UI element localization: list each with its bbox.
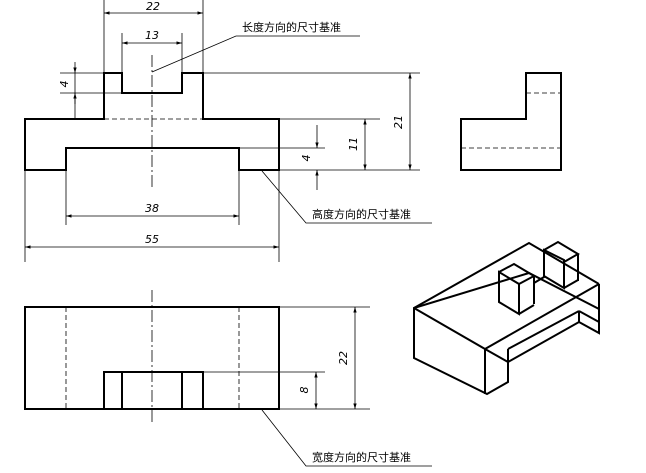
note-length-datum: 长度方向的尺寸基准 <box>242 20 341 34</box>
dim-38: 38 <box>145 202 159 215</box>
dim-55: 55 <box>145 233 159 246</box>
dim-13: 13 <box>145 29 159 42</box>
side-view <box>460 72 562 171</box>
dim-8: 8 <box>298 387 311 394</box>
front-view: 22 13 4 21 11 4 38 5 <box>24 0 432 262</box>
side-view-outline <box>460 72 562 171</box>
isometric-view <box>413 240 600 396</box>
dim-22-depth: 22 <box>337 351 350 365</box>
top-view: 22 8 宽度方向的尺寸基准 <box>24 290 432 467</box>
leader-length-datum <box>151 35 360 73</box>
dim-11: 11 <box>347 137 360 151</box>
note-height-datum: 高度方向的尺寸基准 <box>312 207 411 221</box>
dim-4-right: 4 <box>300 155 313 162</box>
leader-width-datum <box>261 409 432 467</box>
dim-21: 21 <box>392 115 405 129</box>
note-width-datum: 宽度方向的尺寸基准 <box>312 450 411 464</box>
dim-4-left: 4 <box>58 81 71 88</box>
dim-22-top: 22 <box>146 0 160 13</box>
leader-height-datum <box>261 170 432 224</box>
top-view-slot <box>103 371 204 409</box>
